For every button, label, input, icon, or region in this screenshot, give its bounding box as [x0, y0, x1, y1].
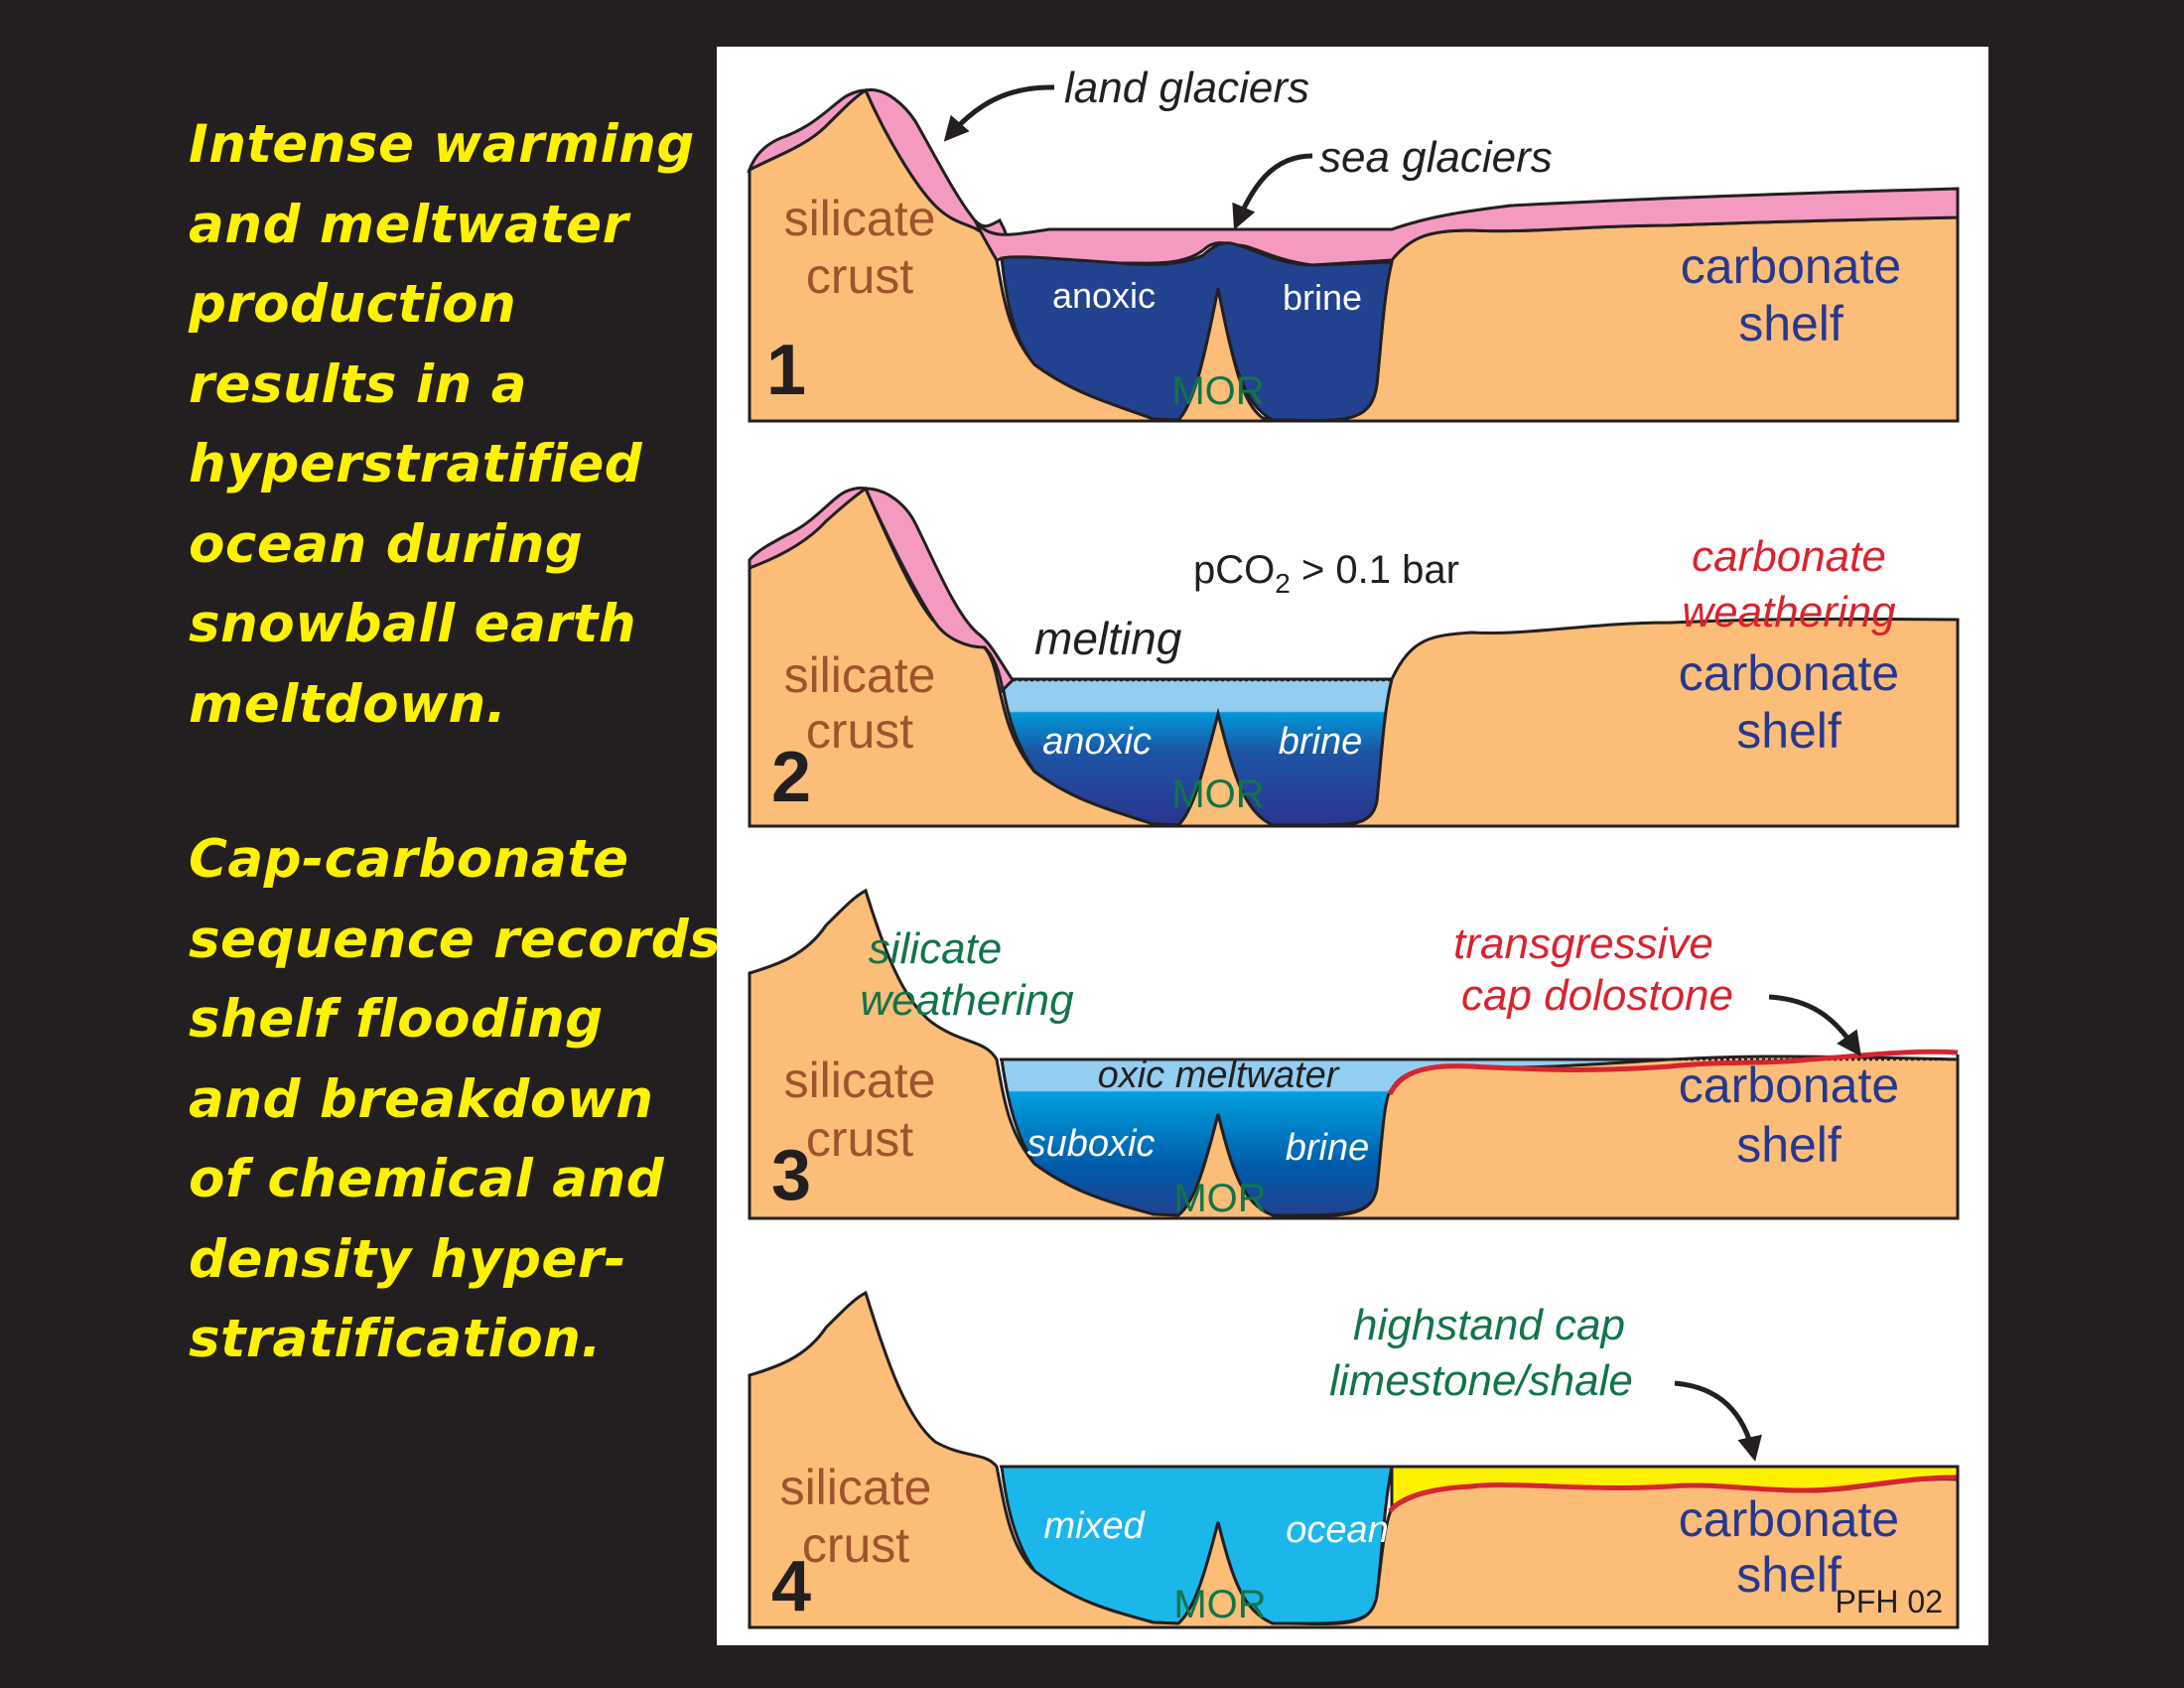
water-label-right: brine [1279, 721, 1363, 763]
carbonate-label-line2: shelf [1738, 296, 1843, 352]
silicate-label-line1: silicate [784, 1053, 936, 1108]
panel-number: 3 [771, 1136, 811, 1215]
mor-label: MOR [1171, 773, 1264, 816]
carbonate-weathering-line1: carbonate [1692, 532, 1886, 581]
carbonate-label-line1: carbonate [1679, 1491, 1899, 1547]
carbonate-label-line1: carbonate [1679, 645, 1899, 701]
silicate-crust-shape [748, 888, 1960, 1220]
land-glacier-shape [748, 486, 1015, 694]
water-label-right: brine [1283, 277, 1362, 318]
mor-label: MOR [1173, 1583, 1266, 1626]
sea-glacier-shape [973, 187, 1960, 267]
cap-dolostone-arrow-icon [1768, 994, 1861, 1057]
mor-label: MOR [1173, 1177, 1266, 1220]
panel-2: silicate crust carbonate shelf 2 MOR ano… [748, 486, 1960, 828]
carbonate-label-line2: shelf [1736, 1117, 1842, 1173]
cap-dolostone-line [1388, 1475, 1959, 1513]
land-glaciers-label: land glaciers [1064, 64, 1309, 112]
silicate-label-line2: crust [806, 248, 913, 304]
silicate-weathering-line2: weathering [860, 976, 1074, 1025]
panel-4: silicate crust carbonate shelf 4 MOR mix… [748, 1290, 1960, 1629]
carbonate-label-line1: carbonate [1681, 238, 1901, 294]
panel-number: 2 [771, 738, 811, 817]
panel-3: silicate crust carbonate shelf 3 MOR oxi… [748, 888, 1960, 1220]
water-label-left: mixed [1043, 1505, 1146, 1547]
carbonate-label-line1: carbonate [1679, 1057, 1899, 1113]
credit-label: PFH 02 [1836, 1584, 1943, 1619]
silicate-label-line2: crust [806, 1111, 913, 1167]
oxic-meltwater-label: oxic meltwater [1098, 1055, 1340, 1096]
diagram-sheet: silicate crust carbonate shelf 1 MOR ano… [717, 47, 1988, 1645]
silicate-crust-shape [748, 487, 1960, 828]
caption-cap-carbonate: Cap-carbonate sequence records shelf flo… [189, 829, 722, 1369]
silicate-label-line1: silicate [780, 1460, 932, 1515]
silicate-label-line1: silicate [784, 647, 936, 703]
panel-number: 1 [766, 331, 806, 410]
anoxic-brine-ocean-shape [1000, 241, 1394, 422]
cap-dolostone-line1: transgressive [1453, 919, 1713, 968]
silicate-weathering-line1: silicate [869, 924, 1003, 973]
highstand-cap-line1: highstand cap [1353, 1301, 1625, 1349]
carbonate-label-line2: shelf [1736, 703, 1842, 759]
pco2-label: pCO2 > 0.1 bar [1193, 548, 1459, 599]
silicate-label-line1: silicate [784, 191, 936, 246]
panel-1: silicate crust carbonate shelf 1 MOR ano… [747, 64, 1960, 423]
panel-number: 4 [771, 1547, 811, 1626]
water-label-right: ocean [1286, 1509, 1389, 1551]
highstand-cap-arrow-icon [1674, 1380, 1762, 1462]
land-glacier-shape [747, 87, 1009, 263]
carbonate-label-line2: shelf [1736, 1547, 1842, 1603]
mor-label: MOR [1171, 369, 1264, 413]
silicate-label-line2: crust [802, 1517, 909, 1573]
highstand-cap-line2: limestone/shale [1329, 1356, 1633, 1405]
water-label-left: anoxic [1042, 721, 1152, 763]
sea-glaciers-arrow-icon [1232, 153, 1313, 230]
carbonate-weathering-line2: weathering [1682, 588, 1896, 636]
caption-warming-meltwater: Intense warming and meltwater production… [189, 114, 695, 735]
silicate-label-line2: crust [806, 703, 913, 759]
water-label-right: brine [1286, 1127, 1370, 1169]
water-label-left: suboxic [1027, 1123, 1156, 1165]
sea-glaciers-label: sea glaciers [1319, 133, 1553, 182]
cap-dolostone-line2: cap dolostone [1461, 971, 1733, 1020]
melting-label: melting [1034, 613, 1182, 664]
water-label-left: anoxic [1052, 275, 1156, 316]
land-glaciers-arrow-icon [943, 84, 1055, 142]
